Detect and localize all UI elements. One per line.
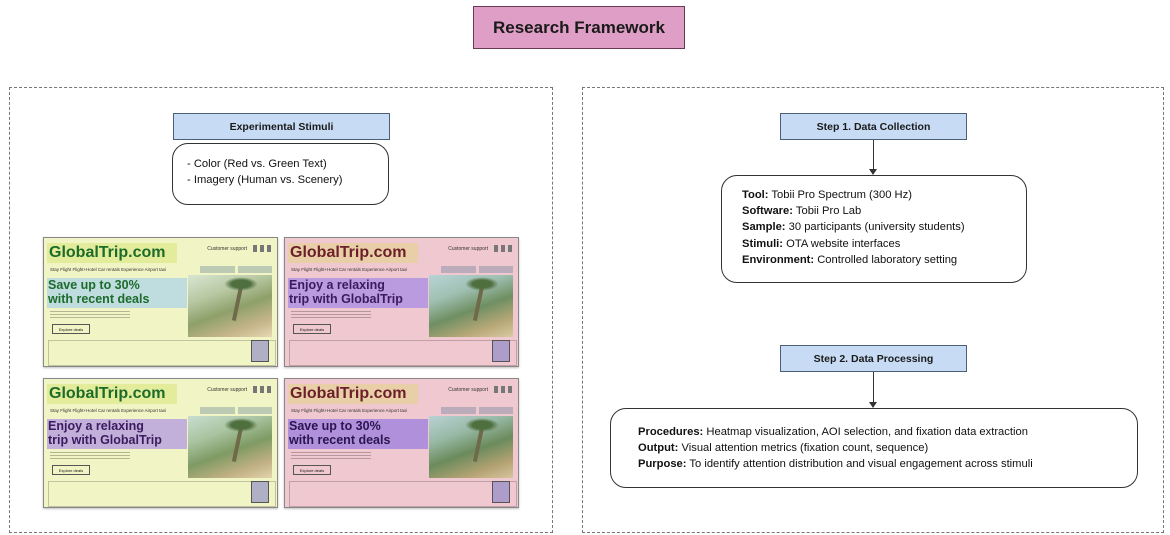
explore-deals-button: Explore deals <box>293 324 331 334</box>
subtext-lines <box>50 311 130 319</box>
hero-image <box>429 275 513 337</box>
search-icon <box>251 340 269 362</box>
support-text: Customer support <box>448 387 488 393</box>
row-environment: Environment: Controlled laboratory setti… <box>742 253 958 266</box>
step2-label: Step 2. Data Processing <box>780 345 967 372</box>
row-stimuli: Stimuli: OTA website interfaces <box>742 237 901 250</box>
subtext-lines <box>291 452 371 460</box>
nav-bar: Stay Flight Flight+Hotel Car rentals Exp… <box>291 267 408 272</box>
row-purpose: Purpose: To identify attention distribut… <box>638 458 1033 471</box>
brand-logo: GlobalTrip.com <box>49 385 166 402</box>
headline-line-1: Enjoy a relaxing <box>48 419 144 433</box>
support-text: Customer support <box>207 387 247 393</box>
headline-line-1: Enjoy a relaxing <box>289 278 385 292</box>
brand-logo: GlobalTrip.com <box>49 244 166 261</box>
stimulus-thumbnail: GlobalTrip.com Customer support Stay Fli… <box>284 237 519 367</box>
stimulus-thumbnail: GlobalTrip.com Customer support Stay Fli… <box>284 378 519 508</box>
data-processing-box: Procedures: Heatmap visualization, AOI s… <box>610 408 1138 488</box>
hero-image <box>188 416 272 478</box>
factor-color: - Color (Red vs. Green Text) <box>187 158 327 170</box>
hero-image <box>188 275 272 337</box>
headline: Save up to 30% with recent deals <box>48 278 149 307</box>
support-text: Customer support <box>448 246 488 252</box>
auth-buttons <box>200 266 272 273</box>
headline: Save up to 30% with recent deals <box>289 419 390 448</box>
arrow-step2 <box>873 372 874 403</box>
stimuli-factors-box: - Color (Red vs. Green Text) - Imagery (… <box>172 143 389 205</box>
brand-logo: GlobalTrip.com <box>290 244 407 261</box>
header-icons <box>494 386 512 393</box>
search-icon <box>251 481 269 503</box>
headline-line-2: trip with GlobalTrip <box>48 433 162 448</box>
headline: Enjoy a relaxing trip with GlobalTrip <box>48 419 162 448</box>
data-collection-box: Tool: Tobii Pro Spectrum (300 Hz) Softwa… <box>721 175 1027 283</box>
auth-buttons <box>200 407 272 414</box>
brand-logo: GlobalTrip.com <box>290 385 407 402</box>
search-icon <box>492 340 510 362</box>
factor-imagery: - Imagery (Human vs. Scenery) <box>187 174 343 187</box>
arrow-head-step2 <box>869 402 877 408</box>
row-output: Output: Visual attention metrics (fixati… <box>638 442 929 455</box>
header-icons <box>253 245 271 252</box>
auth-buttons <box>441 407 513 414</box>
search-bar <box>48 340 276 366</box>
step1-label: Step 1. Data Collection <box>780 113 967 140</box>
explore-deals-button: Explore deals <box>52 465 90 475</box>
header-icons <box>253 386 271 393</box>
explore-deals-button: Explore deals <box>52 324 90 334</box>
subtext-lines <box>50 452 130 460</box>
headline-line-2: trip with GlobalTrip <box>289 292 403 307</box>
header-icons <box>494 245 512 252</box>
row-procedures: Procedures: Heatmap visualization, AOI s… <box>638 426 1028 438</box>
stimulus-thumbnail: GlobalTrip.com Customer support Stay Fli… <box>43 237 278 367</box>
nav-bar: Stay Flight Flight+Hotel Car rentals Exp… <box>50 267 167 272</box>
headline-line-1: Save up to 30% <box>48 278 140 292</box>
headline-line-2: with recent deals <box>289 433 391 448</box>
search-bar <box>289 481 517 507</box>
row-sample: Sample: 30 participants (university stud… <box>742 221 965 234</box>
headline-line-2: with recent deals <box>48 292 150 307</box>
method-panel <box>582 87 1164 533</box>
headline: Enjoy a relaxing trip with GlobalTrip <box>289 278 403 307</box>
diagram-title: Research Framework <box>473 6 685 49</box>
experimental-stimuli-label: Experimental Stimuli <box>173 113 390 140</box>
search-bar <box>289 340 517 366</box>
auth-buttons <box>441 266 513 273</box>
headline-line-1: Save up to 30% <box>289 419 381 433</box>
explore-deals-button: Explore deals <box>293 465 331 475</box>
arrow-step1 <box>873 140 874 170</box>
stimulus-thumbnail: GlobalTrip.com Customer support Stay Fli… <box>43 378 278 508</box>
search-bar <box>48 481 276 507</box>
stimuli-panel <box>9 87 553 533</box>
row-tool: Tool: Tobii Pro Spectrum (300 Hz) <box>742 189 912 201</box>
nav-bar: Stay Flight Flight+Hotel Car rentals Exp… <box>291 408 408 413</box>
nav-bar: Stay Flight Flight+Hotel Car rentals Exp… <box>50 408 167 413</box>
arrow-head-step1 <box>869 169 877 175</box>
search-icon <box>492 481 510 503</box>
subtext-lines <box>291 311 371 319</box>
hero-image <box>429 416 513 478</box>
support-text: Customer support <box>207 246 247 252</box>
row-software: Software: Tobii Pro Lab <box>742 205 862 218</box>
